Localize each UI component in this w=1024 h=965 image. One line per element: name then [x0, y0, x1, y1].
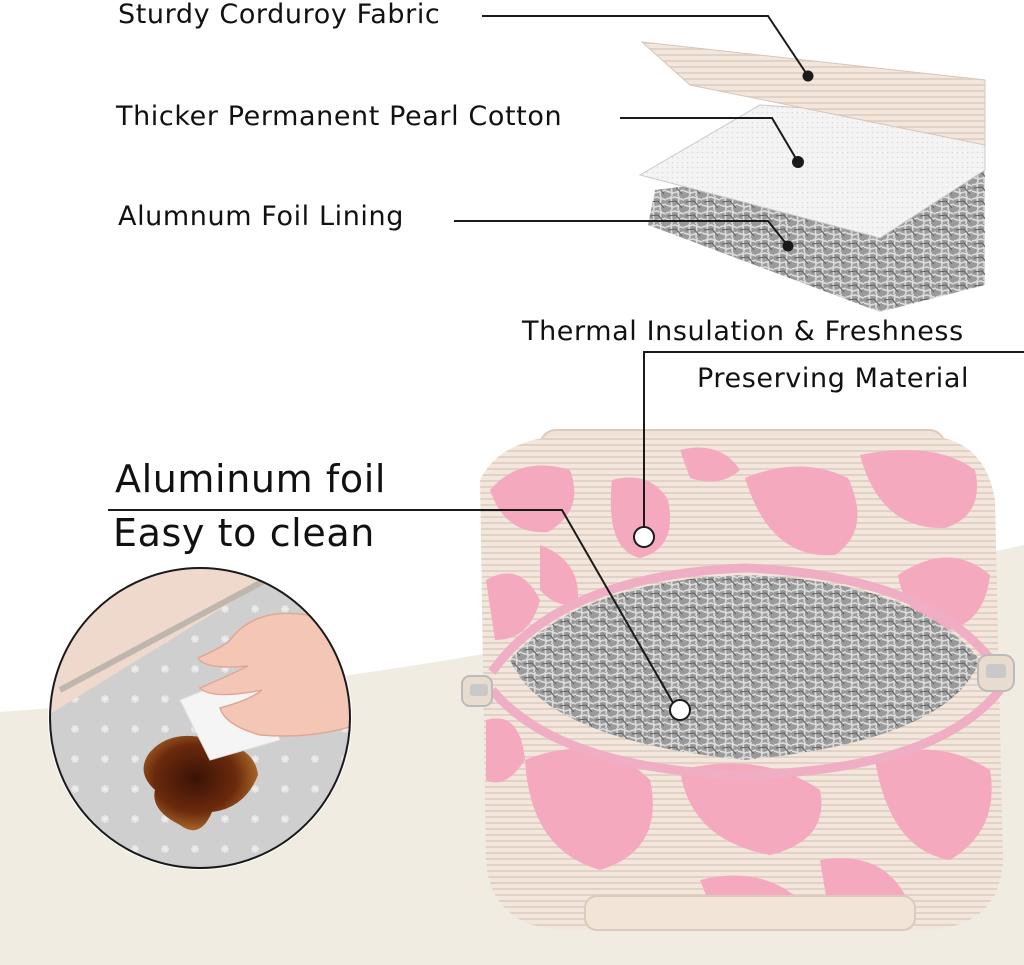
label-pearl-cotton: Thicker Permanent Pearl Cotton — [116, 101, 563, 132]
label-thermal-line2: Preserving Material — [697, 363, 970, 394]
corduroy-fabric-layer — [640, 41, 986, 146]
bag-opening — [510, 575, 980, 760]
label-corduroy-fabric: Sturdy Corduroy Fabric — [118, 0, 441, 30]
zipper-pull-left — [461, 675, 493, 707]
stain — [143, 735, 258, 831]
label-aluminum-foil: Aluminum foil — [115, 457, 387, 501]
label-thermal-line1: Thermal Insulation & Freshness — [522, 316, 964, 347]
cleaning-inset-photo — [48, 566, 352, 870]
label-easy-to-clean: Easy to clean — [113, 511, 375, 555]
callout-lines — [108, 15, 1024, 709]
lunch-bag — [461, 429, 1015, 931]
callout-dots — [633, 70, 814, 721]
zipper-bottom — [488, 687, 1004, 780]
material-layers-illustration — [638, 41, 986, 312]
zipper-pull-right — [977, 654, 1015, 692]
bottom-strap — [584, 895, 916, 931]
hand — [196, 612, 350, 737]
zipper-top — [488, 563, 1004, 675]
label-foil-lining: Alumnum Foil Lining — [118, 201, 404, 232]
cow-print-spots — [486, 447, 992, 930]
